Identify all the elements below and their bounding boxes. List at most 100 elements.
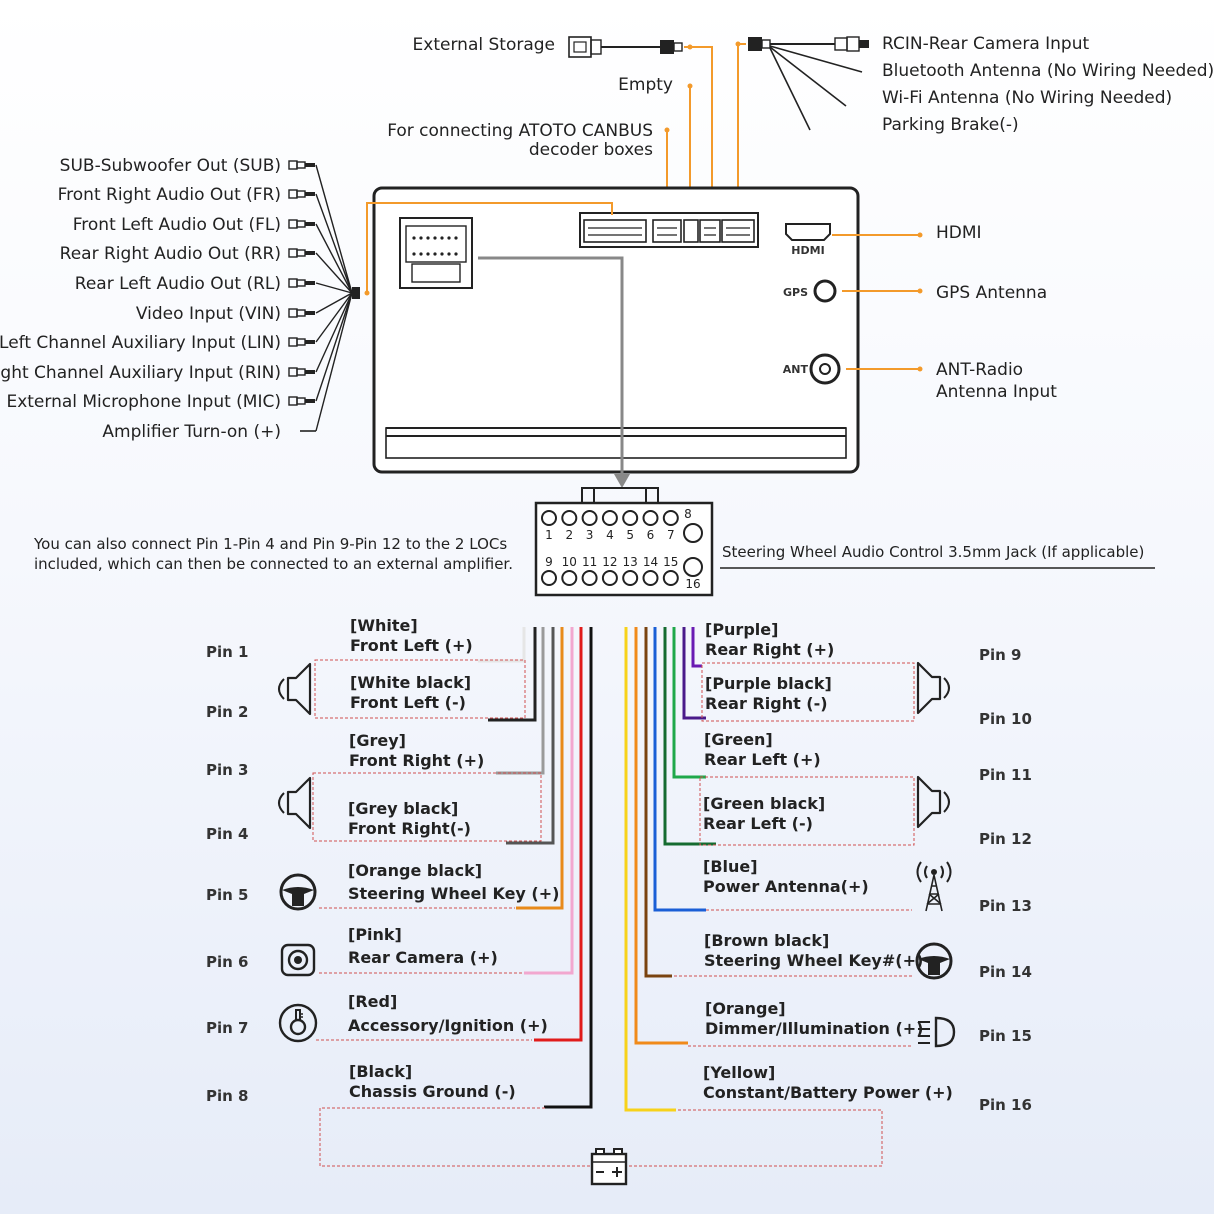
rca-plug-icon	[288, 278, 315, 288]
wifi-label: Wi-Fi Antenna (No Wiring Needed)	[882, 88, 1172, 108]
rca-plug-icon	[288, 337, 315, 347]
output-label: Rear Right Audio Out (RR)	[60, 244, 281, 264]
wire-function-label: Accessory/Ignition (+)	[348, 1016, 548, 1035]
output-label: Right Channel Auxiliary Input (RIN)	[0, 363, 281, 383]
speaker-icon	[278, 662, 312, 716]
pin8-number: 8	[684, 507, 692, 521]
dashed-groups	[312, 659, 915, 1167]
wire-7	[534, 627, 583, 1042]
output-label: External Microphone Input (MIC)	[6, 392, 281, 412]
pin-label: Pin 5	[206, 886, 248, 904]
wire-color-label: [Blue]	[703, 857, 758, 876]
rca-plug-icon	[288, 160, 315, 170]
pin-number: 13	[623, 555, 638, 569]
wire-function-label: Power Antenna(+)	[703, 877, 869, 896]
wire-function-label: Dimmer/Illumination (+)	[705, 1019, 923, 1038]
pin-label: Pin 3	[206, 761, 248, 779]
wire-color-label: [Pink]	[348, 925, 402, 944]
wire-10	[682, 627, 706, 720]
wire-11	[672, 627, 706, 779]
pin-number: 5	[626, 528, 634, 542]
empty-label: Empty	[618, 75, 673, 95]
pin-label: Pin 4	[206, 825, 248, 843]
wire-color-label: [White black]	[350, 673, 471, 692]
rear-connector-row	[579, 212, 759, 248]
wire-function-label: Constant/Battery Power (+)	[703, 1083, 953, 1102]
output-label: SUB-Subwoofer Out (SUB)	[60, 156, 281, 176]
hdmi-label: HDMI	[936, 223, 982, 243]
pin-number: 7	[667, 528, 675, 542]
wire-function-label: Rear Right (+)	[705, 640, 834, 659]
pin-label: Pin 7	[206, 1019, 248, 1037]
steering-wheel-icon	[915, 942, 953, 980]
output-label: Front Right Audio Out (FR)	[58, 185, 281, 205]
wire-1	[478, 627, 526, 663]
pin-number: 10	[562, 555, 577, 569]
wire-14	[644, 627, 672, 978]
pin-label: Pin 14	[979, 963, 1032, 981]
wire-13	[653, 627, 706, 912]
pin16-number: 16	[685, 577, 700, 591]
pin-label: Pin 11	[979, 766, 1032, 784]
rcin-label: RCIN-Rear Camera Input	[882, 34, 1089, 54]
steering-jack-note: Steering Wheel Audio Control 3.5mm Jack …	[722, 543, 1144, 561]
main-harness-socket	[399, 217, 473, 289]
pin-label: Pin 13	[979, 897, 1032, 915]
wire-color-label: [Red]	[348, 992, 397, 1011]
pin-label: Pin 15	[979, 1027, 1032, 1045]
canbus-label-2: decoder boxes	[529, 140, 653, 160]
output-label: Amplifier Turn-on (+)	[102, 422, 281, 442]
rca-plug-icon	[288, 189, 315, 199]
wire-function-label: Front Left (-)	[350, 693, 466, 712]
wire-12	[663, 627, 716, 846]
canbus-label-1: For connecting ATOTO CANBUS	[387, 121, 653, 141]
battery-icon	[590, 1148, 628, 1186]
gps-antenna-label: GPS Antenna	[936, 283, 1047, 303]
wire-color-label: [Orange black]	[348, 861, 482, 880]
rca-plug-icon	[288, 396, 315, 406]
ignition-key-icon	[278, 1003, 318, 1043]
pin-label: Pin 2	[206, 703, 248, 721]
hdmi-port: HDMI	[785, 223, 831, 257]
wire-color-label: [Black]	[349, 1062, 412, 1081]
hdmi-tag: HDMI	[791, 244, 824, 257]
pin-number: 1	[545, 528, 553, 542]
rcin-connector-icon	[748, 36, 869, 131]
wire-function-label: Front Left (+)	[350, 636, 473, 655]
loc-note-1: You can also connect Pin 1-Pin 4 and Pin…	[33, 535, 507, 553]
ant-port: ANT	[783, 353, 841, 385]
wire-15	[634, 627, 688, 1045]
rca-plug-icon	[288, 248, 315, 258]
output-label: Front Left Audio Out (FL)	[73, 215, 281, 235]
ant-label-1: ANT-Radio	[936, 360, 1023, 380]
pin-number: 11	[582, 555, 597, 569]
pin-label: Pin 12	[979, 830, 1032, 848]
wire-color-label: [Brown black]	[704, 931, 829, 950]
antenna-icon	[916, 861, 952, 912]
pin-number: 6	[647, 528, 655, 542]
pin-number: 2	[565, 528, 573, 542]
top-cables: External Storage Empty For connecting AT…	[387, 34, 1214, 215]
wire-function-label: Rear Right (-)	[705, 694, 828, 713]
wire-color-label: [Purple]	[705, 620, 778, 639]
wire-color-label: [Green]	[704, 730, 773, 749]
pin-label: Pin 1	[206, 643, 248, 661]
wire-color-label: [Orange]	[705, 999, 786, 1018]
bluetooth-label: Bluetooth Antenna (No Wiring Needed)	[882, 61, 1214, 81]
rca-plug-icon	[288, 308, 315, 318]
wire-2	[488, 627, 537, 722]
camera-icon	[280, 943, 316, 977]
wire-color-label: [Purple black]	[705, 674, 832, 693]
pin-label: Pin 8	[206, 1087, 248, 1105]
pin-label: Pin 10	[979, 710, 1032, 728]
headlight-icon	[918, 1016, 956, 1048]
wire-9	[691, 627, 702, 668]
wire-function-label: Rear Left (+)	[704, 750, 821, 769]
wire-function-label: Steering Wheel Key (+)	[348, 884, 559, 903]
pin-number: 4	[606, 528, 614, 542]
wire-function-label: Front Right (+)	[349, 751, 484, 770]
gps-tag: GPS	[783, 286, 808, 299]
speaker-icon	[916, 775, 950, 829]
